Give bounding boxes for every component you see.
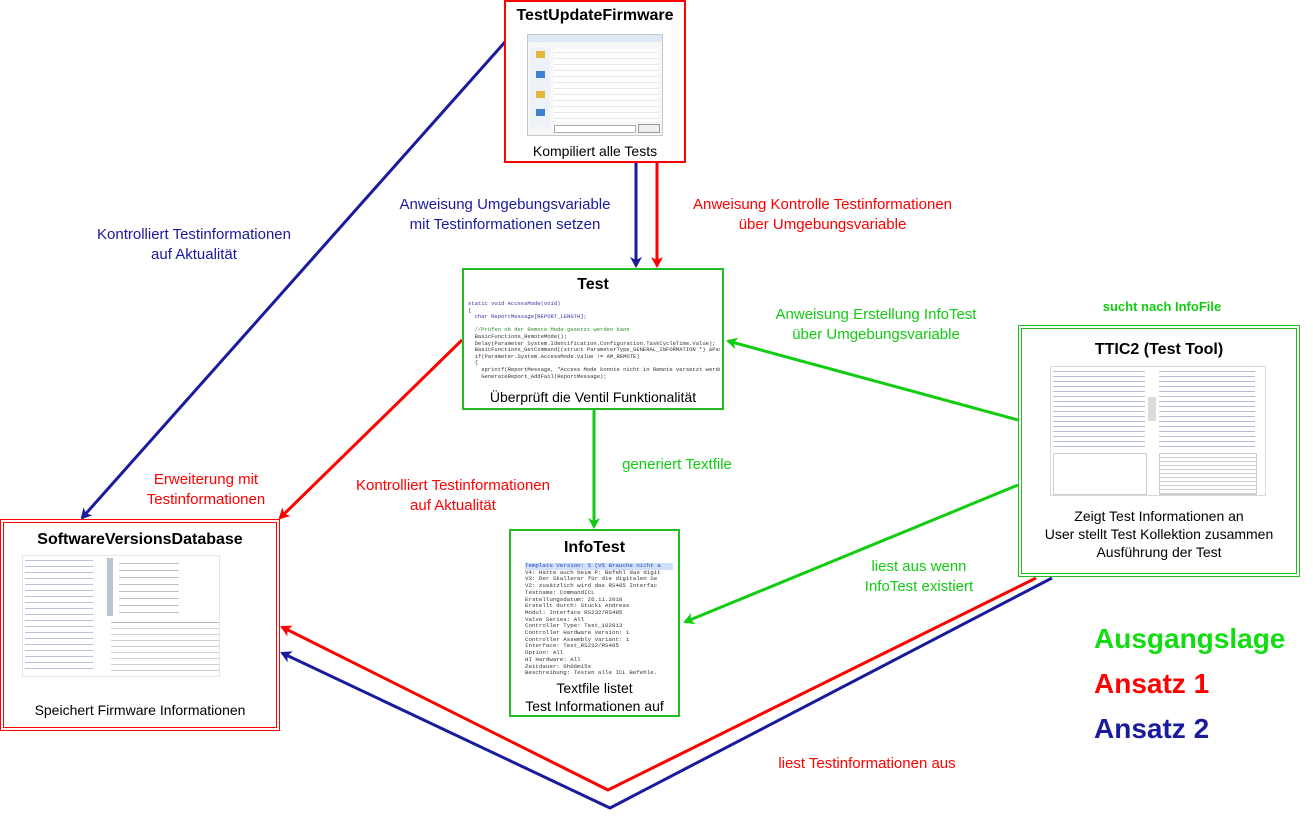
arrow-red-ttic2-to-svd [280, 576, 1037, 792]
file-dialog-screenshot [527, 34, 663, 136]
infofile-line: Controller Type: Test_102813 [525, 622, 623, 630]
legend-ansatz-1: Ansatz 1 [1094, 668, 1210, 699]
infofile-line: V3: Der Skallerer für die digitalen Se [525, 575, 658, 583]
infofile-line: Interface: Test_RS232/RS485 [525, 642, 619, 650]
node-title: Test [577, 276, 609, 293]
test-tool-screenshot [1050, 366, 1266, 496]
infofile-line: HI Hardware: All [525, 655, 581, 663]
code-line: { [468, 359, 478, 367]
node-caption: Textfile listet Test Informationen auf [525, 680, 664, 714]
infofile-line: V2: zusätzlich wird das RS485 Interfac [525, 582, 658, 590]
node-caption: Speichert Firmware Informationen [34, 702, 246, 718]
label-liest-aus-wenn: liest aus wenn InfoTest existiert [864, 558, 974, 595]
code-line: { [468, 306, 472, 314]
node-infotest[interactable]: InfoTest Template Version: 5 (V5 Brauche… [509, 529, 680, 717]
computer-icon [536, 109, 545, 116]
infofile-line: Erstellungsdatum: 26.11.2018 [525, 595, 623, 603]
node-caption: Überprüft die Ventil Funktionalität [489, 389, 697, 405]
label-sucht-nach-infofile: sucht nach InfoFile [1102, 299, 1222, 314]
legend-ansatz-2: Ansatz 2 [1094, 713, 1210, 744]
node-ttic2[interactable]: TTIC2 (Test Tool) Zeigt Test Information… [1018, 325, 1300, 577]
label-anweisung-umgebungsvariable: Anweisung Umgebungsvariable mit Testinfo… [399, 196, 611, 233]
node-test-update-firmware[interactable]: TestUpdateFirmware Kompiliert alle Tests [504, 0, 686, 163]
code-line: //Prüfen ob der Remote Mode gesetzt werd… [468, 326, 630, 334]
label-kontrolliert-aktualitaet-blue: Kontrolliert Testinformationen auf Aktua… [97, 226, 291, 263]
infofile-line: Testname: CommandICL [525, 588, 595, 596]
arrow-green-ttic2-to-test [726, 337, 1019, 422]
arrow-blue-tuf-to-svd [80, 41, 507, 520]
code-line: BasicFunctions_GetCommand((struct Parame… [468, 346, 720, 354]
code-line: GenerateReport_AddFail(ReportMessage); [468, 372, 607, 379]
label-liest-testinformationen-aus: liest Testinformationen aus [778, 755, 956, 772]
arrow-blue-ttic2-to-svd [280, 576, 1053, 810]
tool-right-list [1159, 369, 1255, 447]
move-buttons [1148, 397, 1156, 421]
arrow-red-test-to-svd [278, 338, 464, 520]
tool-bottom-right [1159, 453, 1257, 495]
infofile-line: Valve Series: All [525, 615, 585, 623]
infofile-line: Controller Assembly Variant: 1 [525, 635, 630, 643]
arrow-green-ttic2-to-infotest [683, 483, 1019, 625]
infofile-line: Option: All [525, 649, 564, 657]
db-tree [25, 558, 93, 672]
tool-bottom-left [1053, 453, 1147, 495]
database-screenshot [22, 555, 220, 677]
code-line: Delay(Parameter System.Identification.Co… [468, 339, 716, 347]
label-anweisung-erstellung-infotest: Anweisung Erstellung InfoTest über Umgeb… [775, 306, 977, 343]
code-line: BasicFunctions_RemoteMode(); [468, 332, 568, 340]
label-anweisung-kontrolle: Anweisung Kontrolle Testinformationen üb… [692, 196, 953, 233]
dialog-titlebar [528, 35, 662, 42]
desktop-icon [536, 71, 545, 78]
node-title: TTIC2 (Test Tool) [1094, 341, 1224, 358]
infofile-line: Template Version: 5 (V5 Brauche nicht a [525, 563, 673, 570]
dialog-file-list [554, 49, 658, 121]
infofile-line: Modul: Interface RS232/RS485 [525, 608, 623, 616]
code-line: if(Parameter.System.AccessMode.Value != … [468, 352, 640, 360]
folder-icon [536, 51, 545, 58]
code-snippet: static void AccessMode(void){ char Repor… [468, 301, 720, 379]
label-kontrolliert-aktualitaet-red: Kontrolliert Testinformationen auf Aktua… [356, 477, 550, 514]
dialog-open-button [638, 124, 660, 133]
node-caption: Kompiliert alle Tests [532, 143, 658, 159]
node-title: SoftwareVersionsDatabase [37, 531, 243, 548]
infofile-line: Erstellt durch: Stucki Andreas [525, 602, 630, 610]
legend-ausgangslage: Ausgangslage [1094, 623, 1286, 654]
library-icon [536, 91, 545, 98]
infofile-line: Zeitdauer: 0h06m15s [525, 662, 592, 670]
db-splitter [107, 558, 113, 616]
infofile-line: Beschreibung: Testen alle ICL Befehle. [525, 669, 658, 677]
tool-left-list [1053, 369, 1145, 447]
db-result-grid [111, 622, 219, 675]
node-caption: Zeigt Test Informationen an User stellt … [1044, 508, 1274, 560]
node-test[interactable]: Test static void AccessMode(void){ char … [462, 268, 724, 410]
code-line: char ReportMessage[REPORT_LENGTH]; [468, 313, 587, 321]
dialog-filename-field [554, 125, 636, 133]
node-title: TestUpdateFirmware [516, 7, 674, 24]
label-generiert-textfile: generiert Textfile [622, 456, 732, 473]
code-line: static void AccessMode(void) [468, 301, 561, 307]
dialog-sidebar [530, 47, 550, 127]
node-software-versions-database[interactable]: SoftwareVersionsDatabase Speichert Firmw… [0, 519, 280, 731]
infofile-line: Controller Hardware Version: 1 [525, 629, 630, 637]
infofile-line: V4: Hatte auch beim P: Befehl das digit [525, 568, 661, 576]
db-query [119, 560, 179, 616]
node-title: InfoTest [563, 539, 626, 556]
label-erweiterung: Erweiterung mit Testinformationen [146, 471, 266, 508]
code-line: sprintf(ReportMessage, "Access Mode konn… [468, 365, 720, 373]
